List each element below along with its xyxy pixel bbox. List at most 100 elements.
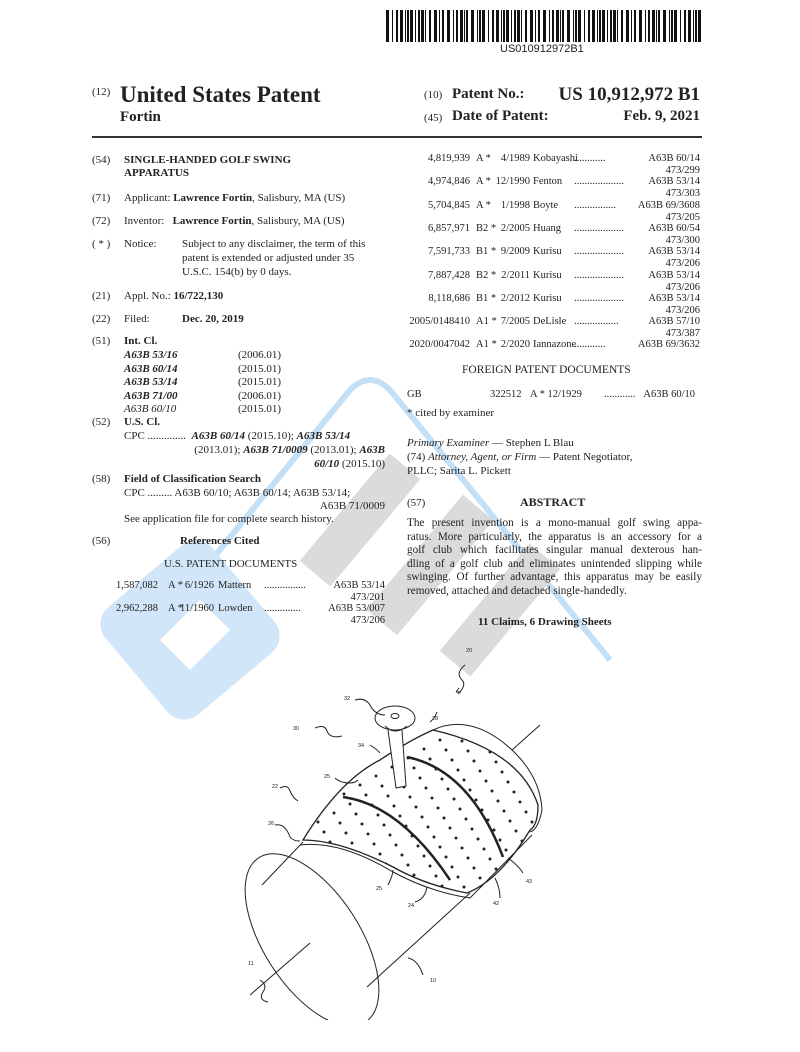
ref-label-24: 24: [408, 903, 414, 909]
foreign-docs-label: FOREIGN PATENT DOCUMENTS: [462, 364, 631, 376]
ref-number: 2005/0148410: [409, 316, 470, 328]
grip-dot: [551, 783, 554, 786]
grip-dot: [486, 818, 490, 822]
ref-kind: A1 *: [476, 316, 497, 328]
grip-dot: [440, 777, 444, 781]
applicant-code: (71): [92, 192, 111, 204]
kind-code: (12): [92, 86, 111, 98]
grip-dot: [376, 813, 380, 817]
grip-dot: [468, 788, 472, 792]
grip-dot: [531, 714, 534, 717]
ref-kind: A *: [168, 603, 183, 614]
barcode-bar: [648, 10, 650, 42]
grip-dot: [532, 859, 536, 863]
grip-dot: [351, 949, 354, 952]
barcode-bar: [479, 10, 481, 42]
grip-dot: [450, 758, 454, 762]
barcode-bar: [617, 10, 618, 42]
abstract-code: (57): [407, 497, 426, 509]
grip-dot: [386, 794, 390, 798]
grip-dot: [374, 774, 378, 778]
grip-dot: [352, 880, 356, 884]
grip-dot: [476, 837, 480, 841]
ref-class-us: 473/201: [350, 592, 385, 603]
grip-dot: [496, 799, 500, 803]
grip-dot: [365, 901, 368, 904]
uscl-code: (52): [92, 416, 111, 428]
barcode-bar: [556, 10, 559, 42]
refs-code: (56): [92, 535, 111, 547]
grip-dot: [515, 723, 518, 726]
barcode-bar: [503, 10, 505, 42]
foreign-kind: A * 12/1929: [530, 389, 582, 400]
grip-dot: [454, 730, 458, 733]
barcode-bar: [599, 10, 601, 42]
grip-dot: [414, 805, 418, 809]
grip-dot: [466, 856, 470, 860]
ref-date: 7/2005: [500, 316, 530, 328]
barcode-bar: [645, 10, 646, 42]
barcode-bar: [592, 10, 595, 42]
grip-dot: [487, 712, 490, 715]
grip-dot: [555, 754, 558, 757]
invention-title: SINGLE-HANDED GOLF SWING: [124, 154, 292, 166]
grip-dot: [575, 823, 578, 826]
barcode-number: US010912972B1: [500, 43, 584, 55]
ref-class-us: 473/206: [665, 304, 700, 316]
barcode-bar: [429, 10, 431, 42]
grip-dot: [478, 769, 482, 773]
ref-class: A63B 69/3608: [637, 199, 700, 211]
barcode-bar: [464, 10, 465, 42]
grip-dot: [358, 890, 362, 893]
barcode-bar: [573, 10, 574, 42]
ref-date: 1/1998: [500, 199, 530, 211]
ref-date: 11/1960: [179, 603, 214, 614]
attorney-code: (74): [407, 451, 426, 463]
barcode: [386, 10, 701, 42]
grip-dot: [444, 748, 448, 752]
grip-dot: [330, 879, 334, 883]
barcode-bar: [669, 10, 670, 42]
patent-title: United States Patent: [120, 82, 321, 107]
barcode-bar: [674, 10, 677, 42]
grip-dot: [368, 871, 372, 875]
barcode-bar: [680, 10, 681, 42]
grip-dot: [387, 902, 390, 905]
grip-dot: [324, 869, 328, 873]
grip-dot: [418, 776, 422, 780]
grip-dot: [279, 829, 282, 832]
barcode-bar: [688, 10, 691, 42]
grip-dot: [318, 859, 322, 863]
grip-dot: [525, 704, 528, 707]
barcode-bar: [407, 10, 409, 42]
invention-title-2: APPARATUS: [124, 167, 189, 179]
ref-label-34: 34: [358, 743, 364, 749]
barcode-bar: [562, 10, 564, 42]
field-code: (58): [92, 473, 111, 485]
grip-dot: [321, 899, 324, 902]
grip-dot: [421, 923, 424, 926]
grip-dot: [553, 822, 556, 825]
grip-dot: [446, 787, 450, 791]
filed-date: Dec. 20, 2019: [182, 313, 244, 325]
ref-class-us: 473/303: [665, 188, 700, 200]
grip-dot: [514, 829, 518, 833]
ref-kind: A *: [476, 176, 491, 188]
barcode-bar: [460, 10, 463, 42]
barcode-bar: [530, 10, 533, 42]
grip-dot: [438, 738, 442, 742]
grip-dot: [383, 931, 386, 934]
notice-text-3: U.S.C. 154(b) by 0 days.: [182, 266, 292, 278]
ref-number: 2,962,288: [116, 603, 158, 614]
grip-dot: [462, 778, 466, 782]
barcode-bar: [631, 10, 632, 42]
uscl-version: (2013.01);: [307, 444, 360, 456]
grip-dot: [420, 815, 424, 819]
grip-dot: [530, 820, 534, 824]
barcode-bar: [511, 10, 512, 42]
barcode-bar: [656, 10, 657, 42]
grip-dot: [545, 773, 548, 776]
barcode-bar: [482, 10, 485, 42]
refs-label: References Cited: [180, 535, 260, 547]
ref-number: 4,819,939: [428, 153, 470, 164]
